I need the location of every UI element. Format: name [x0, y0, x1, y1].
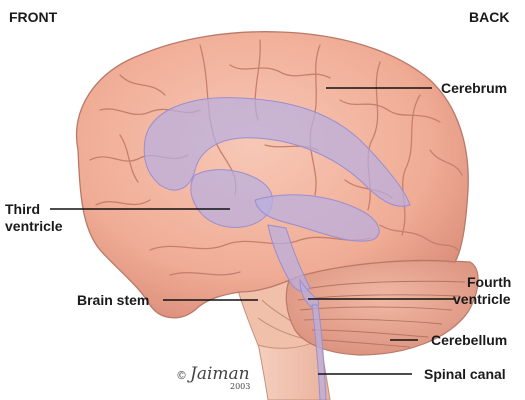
cerebellum-label: Cerebellum — [431, 332, 508, 348]
third-ventricle-label-line2: ventricle — [5, 218, 63, 234]
artist-signature: Jaiman — [190, 364, 250, 384]
front-label: FRONT — [9, 9, 58, 25]
cerebrum-label: Cerebrum — [441, 80, 508, 96]
fourth-ventricle-label-line1: Fourth — [467, 274, 512, 290]
third-ventricle-label-line1: Third — [5, 201, 40, 217]
signature-year: 2003 — [230, 382, 251, 391]
back-label: BACK — [469, 9, 510, 25]
fourth-ventricle-label-line2: ventricle — [453, 291, 511, 307]
spinal-canal-label: Spinal canal — [424, 366, 506, 382]
copyright-symbol: © — [176, 369, 187, 382]
brain-stem-label: Brain stem — [77, 292, 150, 308]
ventricular-system — [143, 97, 411, 400]
leader-lines — [50, 87, 455, 375]
